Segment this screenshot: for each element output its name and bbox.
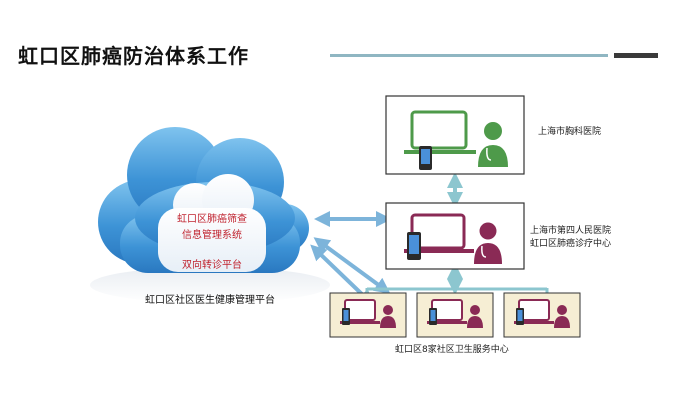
top-node-label: 上海市胸科医院 [538, 127, 602, 137]
middle-node [385, 202, 525, 270]
middle-node-label-line2: 虹口区肺癌诊疗中心 [530, 239, 612, 249]
title-accent-bar [614, 53, 658, 58]
cloud-icon [98, 127, 309, 273]
cloud-to-community-arrow-2 [310, 244, 374, 306]
cloud-shadow [90, 267, 330, 303]
page-title: 虹口区肺癌防治体系工作 [18, 44, 249, 68]
middle-node-label-line1: 上海市第四人民医院 [530, 226, 612, 236]
title-accent-line [330, 54, 608, 57]
cloud-referral-platform: 双向转诊平台 [182, 260, 242, 271]
community-node-3 [503, 292, 581, 338]
community-node-1 [329, 292, 407, 338]
cloud-system-name-line2: 信息管理系统 [182, 230, 242, 241]
top-node [385, 95, 525, 175]
cloud-caption: 虹口区社区医生健康管理平台 [145, 295, 275, 306]
community-node-2 [416, 292, 494, 338]
cloud-system-name-line1: 虹口区肺癌筛查 [177, 214, 247, 225]
bottom-node-label: 虹口区8家社区卫生服务中心 [395, 345, 509, 355]
